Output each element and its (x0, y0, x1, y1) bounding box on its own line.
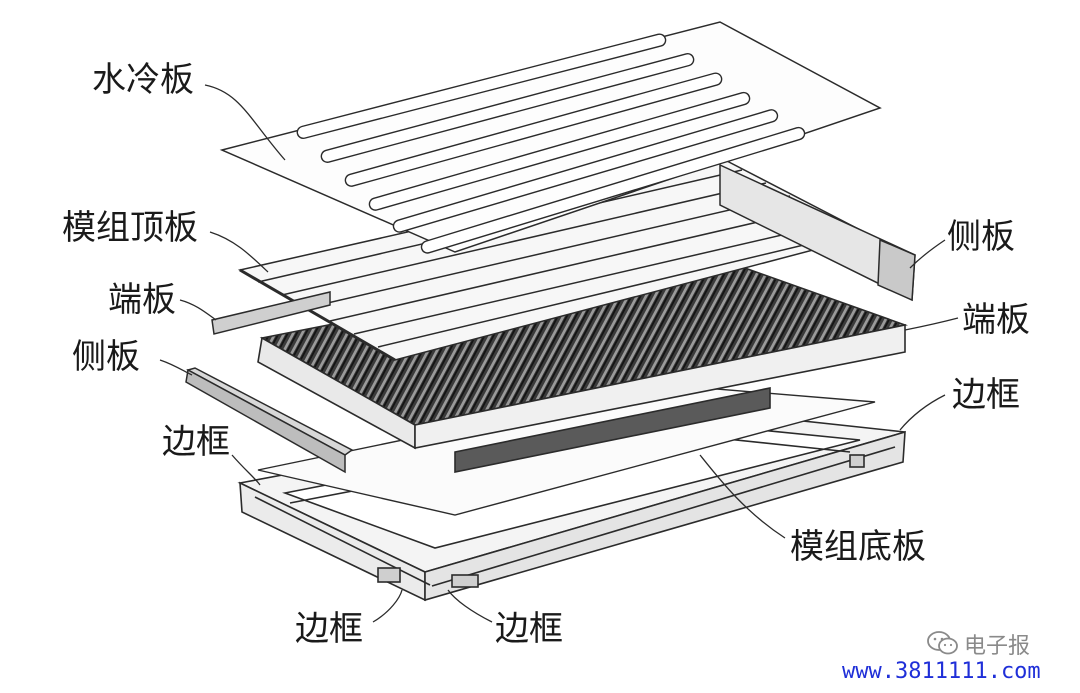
watermark-url[interactable]: www.3811111.com (842, 659, 1041, 684)
leader-lines (159, 84, 959, 623)
label-side-plate-left: 侧板 (72, 337, 140, 377)
top-plate-rib-4 (329, 208, 815, 322)
leader-end-left (179, 299, 217, 321)
leader-frame-right (899, 394, 946, 431)
top-plate-rib-3 (305, 195, 791, 309)
coolant-channel (296, 33, 667, 140)
coolant-channels (296, 33, 806, 254)
left-side-plate-flange (185, 368, 346, 474)
leader-frame-bottom-right (447, 589, 493, 623)
label-module-top-plate: 模组顶板 (62, 208, 198, 248)
frame-corner-bracket-2 (451, 574, 479, 588)
right-end-plate-window (454, 387, 771, 473)
top-plate-edge-rail (239, 268, 396, 362)
label-frame-left: 边框 (162, 422, 230, 462)
right-side-plate (719, 163, 916, 302)
cell-stack-side (414, 324, 906, 449)
right-side-plate-flange (877, 238, 916, 302)
leader-water-plate (204, 84, 286, 161)
left-end-plate (211, 291, 331, 335)
label-end-plate-right: 端板 (962, 300, 1030, 340)
leader-end-right (904, 317, 959, 331)
top-plate-rib-2 (281, 182, 767, 296)
coolant-channel-5 (392, 109, 779, 233)
leader-side-left (159, 359, 193, 376)
label-frame-bottom-left: 边框 (295, 609, 363, 649)
frame-rail-line-2 (431, 446, 896, 587)
frame-corner-bracket-3 (849, 454, 865, 468)
top-plate-rib-5 (353, 221, 839, 335)
leader-frame-bottom-left (372, 589, 403, 623)
wechat-icon (927, 631, 958, 655)
water-cooling-plate (219, 21, 882, 254)
label-frame-bottom-right: 边框 (495, 609, 563, 649)
frame-corner-bracket (377, 567, 401, 583)
leader-module-top (209, 231, 269, 273)
cell-stack (257, 251, 908, 473)
left-side-plate (185, 367, 354, 474)
leader-side-right (909, 239, 946, 269)
frame-rail-line (254, 496, 431, 586)
label-frame-right: 边框 (952, 375, 1020, 415)
coolant-channel-3 (344, 72, 723, 187)
left-end-plate-face (211, 291, 331, 335)
label-end-plate-left: 端板 (108, 280, 176, 320)
label-side-plate-right: 侧板 (947, 217, 1015, 257)
leader-module-bottom (699, 454, 786, 539)
label-water-plate: 水冷板 (92, 60, 194, 100)
coolant-channel-2 (320, 53, 695, 163)
label-module-bottom-plate: 模组底板 (790, 527, 926, 567)
leader-frame-left (231, 454, 261, 486)
top-plate-rib-6 (377, 231, 859, 348)
watermark-brand: 电子报 (964, 634, 1031, 659)
coolant-channel-6 (420, 126, 806, 254)
coolant-channel-4 (368, 91, 751, 211)
